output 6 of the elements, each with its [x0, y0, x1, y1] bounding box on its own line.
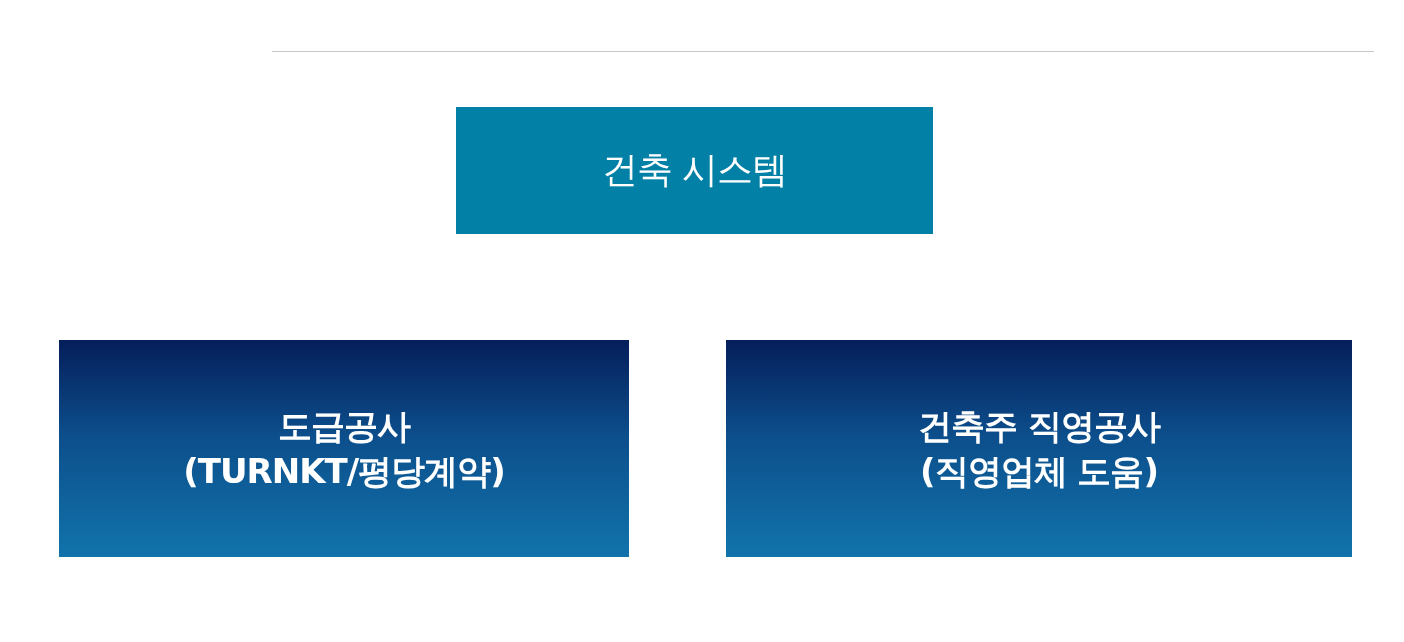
contract-box: [726, 340, 1352, 557]
box-label: 건축주 직영공사 (직영업체 도움): [917, 405, 1162, 493]
box-label: 도급공사 (TURNKT/평당계약): [182, 405, 506, 493]
system-box: [456, 107, 933, 234]
box-label: 건축 시스템: [601, 148, 788, 193]
contract-box: [59, 340, 629, 557]
